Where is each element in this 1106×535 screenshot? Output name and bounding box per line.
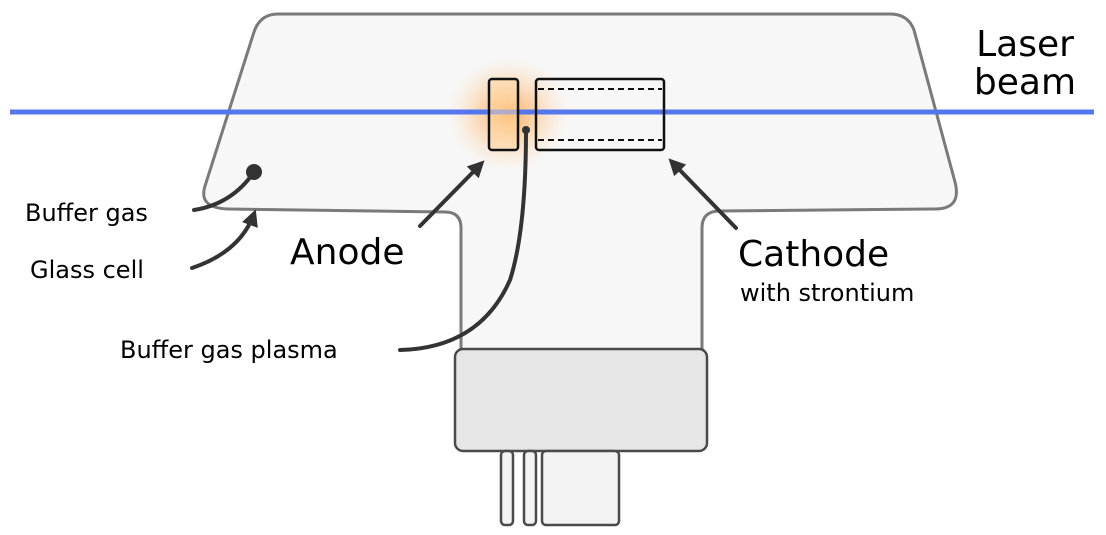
laser-beam-label-line1: Laser [976,24,1074,65]
cathode-label: Cathode [738,234,889,275]
buffer-gas-label: Buffer gas [25,199,148,227]
lamp-base [453,347,709,453]
glass-cell-leader [190,209,258,270]
laser-beam-label-line2: beam [974,62,1076,103]
anode-leader [418,160,485,228]
cathode [534,77,666,152]
glass-cell-label: Glass cell [30,256,144,284]
buffer-gas-leader [192,170,256,212]
lamp-pin [499,449,515,527]
cathode-leader [668,158,738,230]
lamp-pin-block [540,449,621,527]
anode [487,77,520,152]
plasma-leader [398,128,528,352]
lamp-pin [522,449,538,527]
cathode-sub-label: with strontium [740,279,914,307]
anode-label: Anode [290,232,404,273]
buffer-gas-plasma-label: Buffer gas plasma [120,336,338,364]
